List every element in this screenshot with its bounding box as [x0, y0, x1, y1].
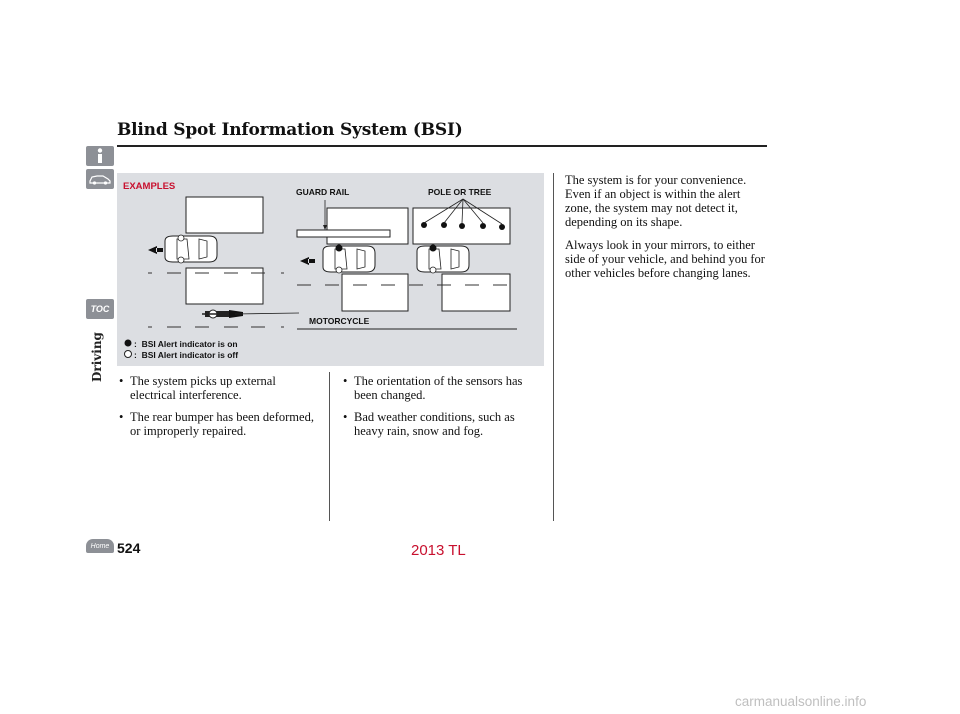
home-icon: Home: [90, 542, 110, 550]
legend-off-text: BSI Alert indicator is off: [141, 350, 239, 360]
bsi-indicator-off: [429, 266, 437, 274]
list-item: The system picks up external electrical …: [117, 374, 322, 402]
column-divider: [553, 173, 554, 521]
page-number: 524: [117, 540, 141, 556]
nav-tab-info[interactable]: [86, 146, 114, 166]
car-icon: [322, 244, 376, 274]
list-item: Bad weather conditions, such as heavy ra…: [341, 410, 546, 438]
column-divider: [329, 372, 330, 521]
pole-or-tree-marks: [421, 222, 505, 230]
nav-tab-vehicle[interactable]: [86, 169, 114, 189]
watermark: carmanualsonline.info: [735, 694, 867, 709]
bsi-indicator-on: [429, 244, 437, 252]
pole-leaders: [423, 198, 503, 225]
title-divider: [117, 145, 767, 147]
guard-rail-label: GUARD RAIL: [296, 187, 350, 197]
motorcycle-leader: [234, 312, 300, 315]
page-title: Blind Spot Information System (BSI): [117, 120, 463, 140]
direction-arrow-icon: [300, 257, 315, 265]
legend-off: : BSI Alert indicator is off: [134, 350, 239, 360]
list-item: The orientation of the sensors has been …: [341, 374, 546, 402]
alert-zone-box: [326, 207, 409, 245]
alert-zone-box: [185, 196, 264, 234]
model-label: 2013 TL: [411, 542, 466, 559]
alert-zone-box: [341, 273, 409, 312]
section-label: Driving: [90, 332, 104, 382]
right-column: The system is for your convenience. Even…: [565, 173, 770, 280]
bullets-column-1: The system picks up external electrical …: [117, 374, 322, 446]
car-icon: [416, 244, 470, 274]
alert-zone-box: [185, 267, 264, 305]
legend-on: : BSI Alert indicator is on: [134, 339, 238, 349]
bsi-indicator-on: [335, 244, 343, 252]
convenience-paragraph: The system is for your convenience. Even…: [565, 173, 747, 229]
legend-on-text: BSI Alert indicator is on: [141, 339, 238, 349]
guard-rail: [296, 229, 391, 238]
lane-markings: [148, 272, 284, 328]
bsi-examples-figure: [117, 173, 544, 366]
hollow-circle-icon: [124, 350, 132, 358]
filled-circle-icon: [124, 339, 132, 347]
pole-or-tree-label: POLE OR TREE: [428, 187, 492, 197]
figure-illustration: [124, 196, 517, 358]
bullets-column-2: The orientation of the sensors has been …: [341, 374, 546, 446]
info-icon: [97, 148, 103, 163]
home-button[interactable]: Home: [86, 539, 114, 553]
alert-zone-box: [441, 273, 511, 312]
direction-arrow-icon: [148, 246, 163, 254]
car-icon: [89, 175, 111, 185]
motorcycle-icon: [202, 309, 243, 319]
examples-label: EXAMPLES: [123, 181, 176, 192]
mirrors-paragraph: Always look in your mirrors, to either s…: [565, 238, 765, 280]
toc-icon: TOC: [90, 304, 110, 314]
motorcycle-label: MOTORCYCLE: [309, 316, 370, 326]
bsi-indicator-off: [335, 266, 343, 274]
nav-tab-toc[interactable]: TOC: [86, 299, 114, 319]
car-icon: [164, 234, 218, 264]
list-item: The rear bumper has been deformed, or im…: [117, 410, 322, 438]
